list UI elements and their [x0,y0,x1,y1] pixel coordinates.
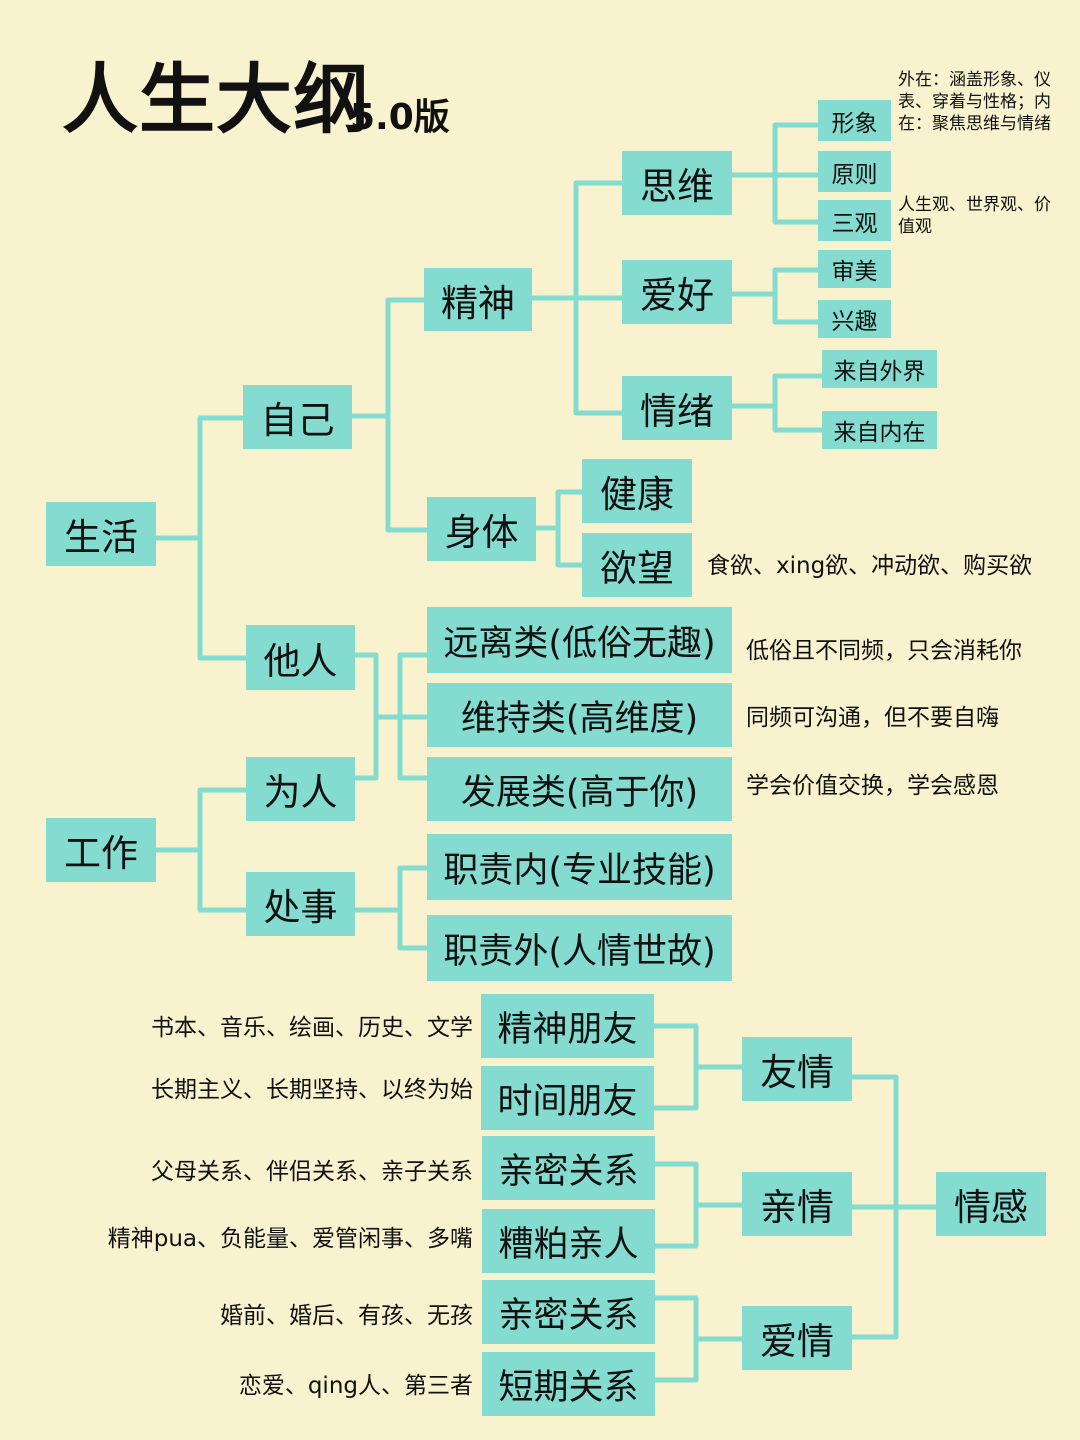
node-distance: 远离类(低俗无趣) [427,607,732,673]
note-family-close: 父母关系、伴侣关系、亲子关系 [151,1159,473,1185]
version-label: 5.0版 [350,97,450,138]
node-family-bad: 糟粕亲人 [482,1209,655,1273]
note-desire: 食欲、xing欲、冲动欲、购买欲 [707,553,1033,579]
node-body: 身体 [427,497,536,561]
connector-life [153,415,249,661]
note-love-short: 恋爱、qing人、第三者 [238,1373,473,1399]
node-self: 自己 [243,385,352,449]
connector-friendship [650,1023,745,1111]
note-time-friend: 长期主义、长期坚持、以终为始 [151,1077,473,1103]
node-image: 形象 [818,100,891,141]
note-distance: 低俗且不同频，只会消耗你 [746,638,1022,664]
connector-thinking [729,122,821,225]
connector-hobby [729,267,821,325]
connector-self [349,297,430,533]
node-internal: 来自内在 [822,411,937,449]
connector-body [533,489,585,568]
connector-feelings [849,1074,939,1340]
node-maintain: 维持类(高维度) [427,683,732,747]
note-develop: 学会价值交换，学会感恩 [746,773,999,799]
node-interest: 兴趣 [818,300,891,338]
note-spirit-friend: 书本、音乐、绘画、历史、文学 [151,1015,473,1041]
note-views: 人生观、世界观、价值观 [898,195,1051,237]
node-family: 亲情 [742,1172,852,1236]
connector-family [652,1161,745,1249]
connector-others [352,652,430,781]
node-life: 生活 [46,502,156,566]
node-views: 三观 [818,200,891,241]
node-thinking: 思维 [622,151,732,215]
note-maintain: 同频可沟通，但不要自嗨 [746,705,999,731]
node-handle: 处事 [246,872,355,936]
node-family-close: 亲密关系 [482,1136,655,1200]
node-principle: 原则 [818,151,891,192]
node-love-short: 短期关系 [482,1352,655,1416]
node-love-close: 亲密关系 [482,1280,655,1344]
node-duty-outside: 职责外(人情世故) [427,915,732,981]
node-conduct: 为人 [246,757,355,821]
node-emotion: 情绪 [622,376,732,440]
connector-emotion [729,373,825,433]
connector-spirit [529,180,625,416]
node-external: 来自外界 [822,350,937,388]
node-hobby: 爱好 [622,260,732,324]
node-spirit-friend: 精神朋友 [481,994,654,1058]
node-feelings: 情感 [936,1172,1046,1236]
node-work: 工作 [46,818,156,882]
note-love-close: 婚前、婚后、有孩、无孩 [220,1303,473,1329]
page-title: 人生大纲 [62,55,370,144]
node-aesthetics: 审美 [818,250,891,288]
node-others: 他人 [246,625,355,690]
node-duty-inside: 职责内(专业技能) [427,834,732,900]
node-love: 爱情 [742,1306,852,1370]
node-time-friend: 时间朋友 [481,1066,654,1130]
node-health: 健康 [582,459,692,523]
connector-work [153,787,249,913]
connector-love [652,1295,745,1383]
node-develop: 发展类(高于你) [427,757,732,821]
node-friendship: 友情 [742,1037,852,1101]
note-image: 外在：涵盖形象、仪表、穿着与性格；内在：聚焦思维与情绪 [898,70,1051,134]
connector-handle [352,865,430,951]
note-family-bad: 精神pua、负能量、爱管闲事、多嘴 [107,1226,473,1252]
node-spirit: 精神 [424,268,532,331]
node-desire: 欲望 [582,533,692,597]
